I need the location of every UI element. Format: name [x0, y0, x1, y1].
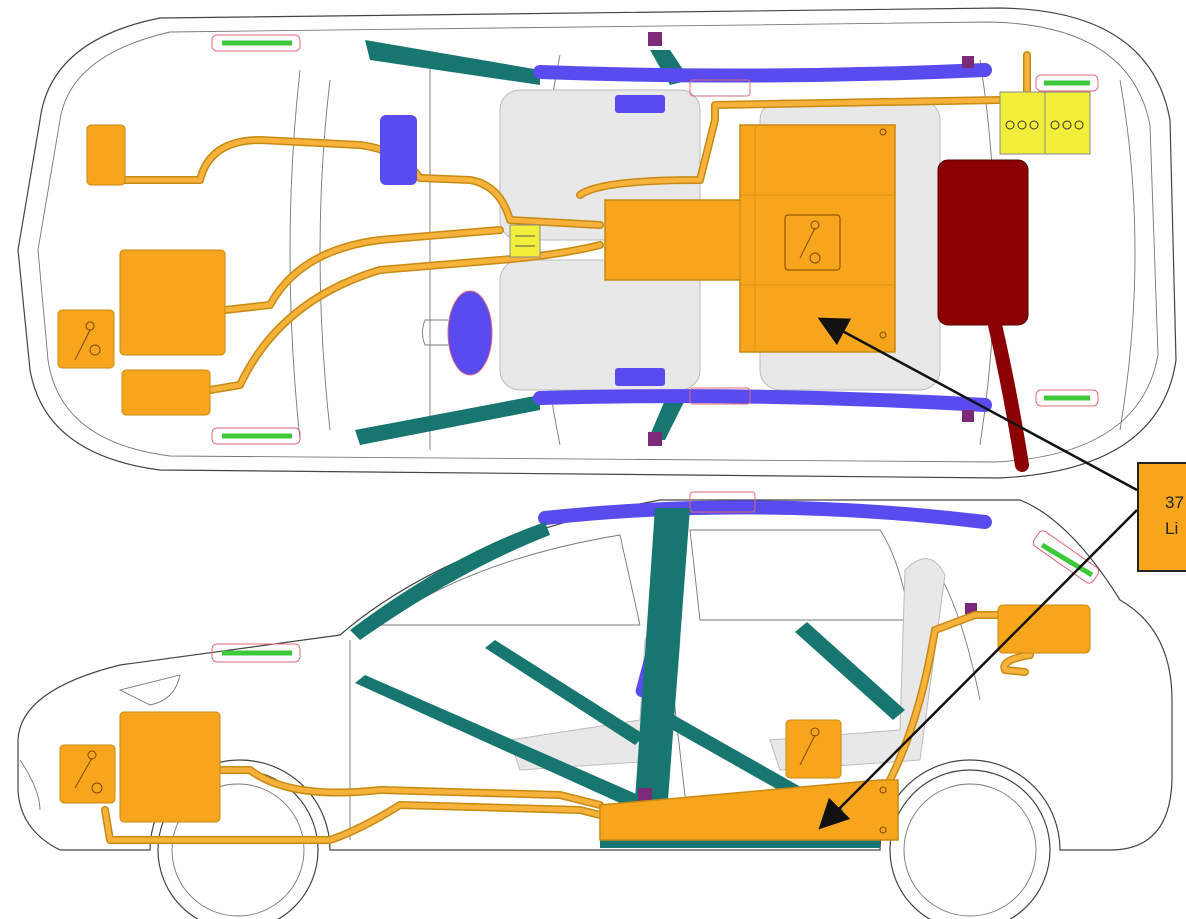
side-a-pillar [350, 522, 550, 640]
side-curtain-airbag [538, 500, 992, 529]
side-beam-1 [355, 675, 650, 812]
callout-line-2: Li [1165, 519, 1179, 538]
callout-arrows [817, 317, 1138, 830]
top-sensor-rear-right [1035, 389, 1099, 407]
top-b-pillar-lower [648, 400, 685, 440]
rear-wheel [889, 769, 1051, 919]
side-module-rear [997, 604, 1091, 654]
top-module-front-bottom [121, 369, 211, 416]
top-passenger-airbag [447, 290, 493, 376]
top-small-part-4 [962, 410, 974, 422]
side-module-seat [785, 719, 842, 779]
top-small-part-1 [648, 32, 662, 46]
top-module-front-small [86, 124, 126, 186]
side-module-front-large [119, 711, 221, 823]
top-curtain-airbag-left [533, 63, 992, 83]
top-fuse-box-rear [999, 91, 1091, 155]
side-b-pillar [635, 508, 690, 800]
side-view [17, 491, 1173, 919]
side-wiring-harness [101, 611, 1034, 844]
top-fuel-tank [937, 159, 1029, 326]
top-small-part-3 [962, 56, 974, 68]
side-sensor-rear [1032, 530, 1100, 584]
top-sensor-front-left [211, 34, 301, 52]
top-module-front-large [119, 249, 226, 356]
top-view-body-outline [17, 7, 1177, 479]
side-beam-4 [795, 622, 905, 720]
arrow-to-top-battery [817, 317, 1138, 492]
top-a-pillar-upper [365, 40, 540, 85]
callout-label-box: 37 Li [1137, 462, 1186, 572]
top-view [17, 7, 1177, 479]
top-fuel-pipe [988, 318, 1029, 472]
callout-line-1: 37 [1165, 493, 1184, 512]
top-connector-center [509, 224, 541, 258]
side-sensor-front [211, 643, 301, 663]
side-rear-seat [769, 558, 946, 771]
top-small-part-2 [648, 432, 662, 446]
top-curtain-airbag-right [533, 389, 992, 412]
top-sensor-front-right [211, 427, 301, 445]
top-a-pillar-lower [355, 395, 540, 445]
arrow-to-side-battery [818, 509, 1138, 830]
top-sensor-rear-left [1035, 74, 1099, 92]
top-steering-airbag [380, 115, 417, 185]
side-module-front-small [59, 744, 116, 804]
side-beam-2 [485, 640, 645, 745]
